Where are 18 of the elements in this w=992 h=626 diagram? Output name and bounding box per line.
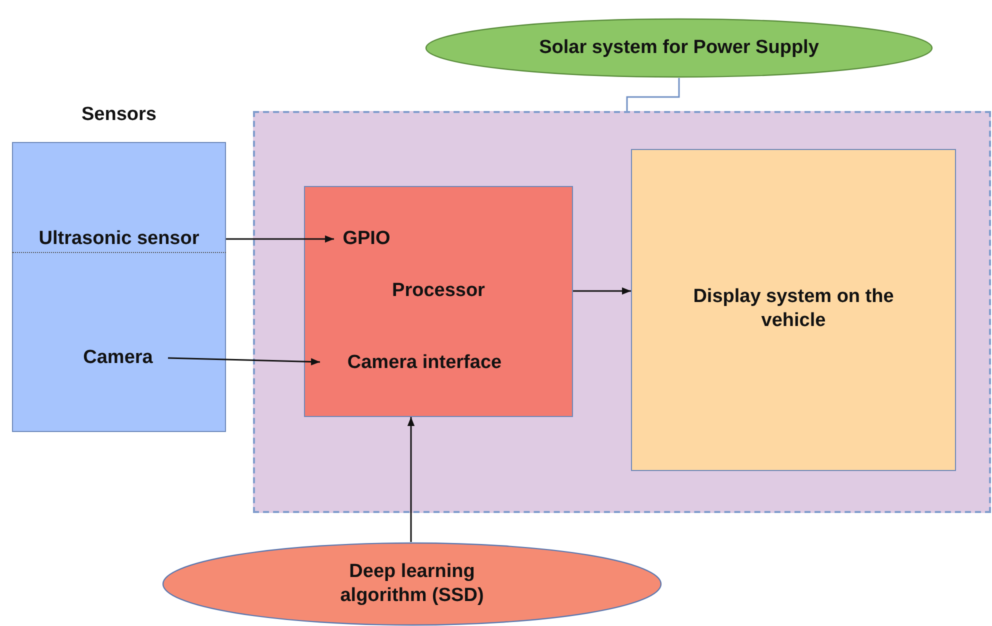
arrow <box>226 235 334 243</box>
ellipse-node <box>425 18 933 78</box>
node-label: Deep learning algorithm (SSD) <box>339 560 485 608</box>
block-box <box>631 149 956 471</box>
node-label: Camera interface <box>347 350 502 374</box>
node-label: Camera <box>83 346 153 370</box>
arrow <box>168 357 320 366</box>
arrow <box>573 287 631 295</box>
node-label: Ultrasonic sensor <box>38 227 200 251</box>
node-label: GPIO <box>342 226 390 250</box>
arrow <box>407 417 415 542</box>
block-box <box>304 186 573 417</box>
group-heading: Sensors <box>80 104 158 126</box>
system-boundary <box>253 111 991 513</box>
node-label: Display system on the vehicle <box>692 285 895 332</box>
ellipse-node <box>162 542 662 626</box>
node-label: Processor <box>391 279 486 303</box>
node-label: Solar system for Power Supply <box>539 36 819 60</box>
